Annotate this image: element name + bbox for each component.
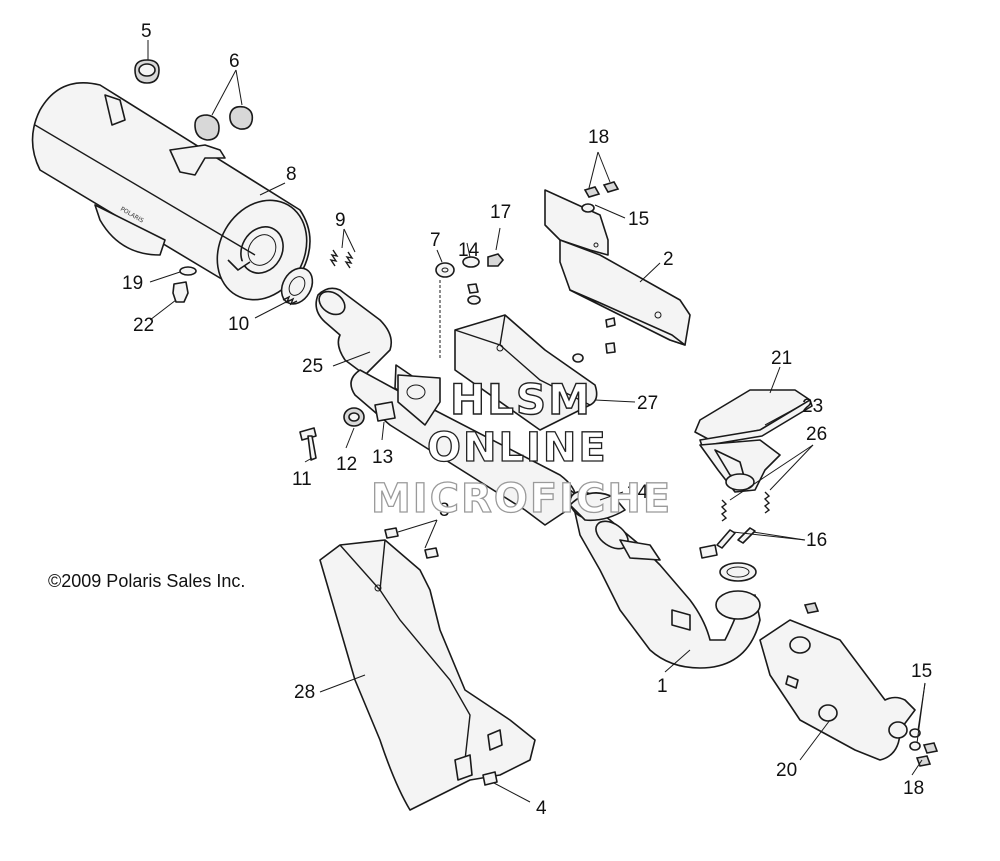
watermark-line2: ONLINE bbox=[427, 425, 608, 471]
spacer-13[interactable] bbox=[374, 401, 396, 422]
callout-19: 19 bbox=[122, 273, 143, 294]
flange-21[interactable] bbox=[694, 389, 813, 447]
callout-labels: 5 6 8 9 19 22 10 25 7 14 17 18 15 2 21 2… bbox=[122, 21, 932, 819]
bolts-3[interactable] bbox=[384, 527, 439, 559]
muffler[interactable]: POLARIS bbox=[31, 81, 325, 316]
hardware-small bbox=[467, 283, 616, 363]
callout-2: 2 bbox=[663, 249, 674, 270]
callout-15-bottom: 15 bbox=[911, 661, 932, 682]
callout-4: 4 bbox=[536, 798, 547, 819]
callout-18-bottom: 18 bbox=[903, 778, 924, 799]
callout-24: 24 bbox=[627, 482, 649, 503]
callout-20: 20 bbox=[776, 760, 797, 781]
clamp-19[interactable] bbox=[179, 266, 197, 276]
head-pipe-1[interactable] bbox=[565, 486, 761, 669]
callout-9: 9 bbox=[335, 210, 346, 231]
nut-18-top[interactable] bbox=[583, 181, 620, 198]
callout-23: 23 bbox=[802, 396, 823, 417]
washer-15-bottom[interactable] bbox=[909, 728, 921, 751]
washer-15-top[interactable] bbox=[581, 203, 595, 213]
heat-shield-27[interactable] bbox=[454, 314, 598, 431]
callout-3: 3 bbox=[439, 500, 450, 521]
callout-21: 21 bbox=[771, 348, 792, 369]
callout-28: 28 bbox=[294, 682, 315, 703]
callout-27: 27 bbox=[637, 393, 658, 414]
bolt-4[interactable] bbox=[482, 771, 498, 786]
callout-13: 13 bbox=[372, 447, 393, 468]
watermark-line1: HLSM bbox=[450, 375, 592, 424]
clamp-24[interactable] bbox=[569, 492, 626, 522]
springs-26[interactable] bbox=[720, 491, 771, 522]
mid-pipe[interactable] bbox=[315, 287, 577, 526]
manifold-23[interactable] bbox=[699, 439, 781, 493]
grommet-5[interactable] bbox=[134, 59, 160, 84]
heat-shield-20[interactable] bbox=[759, 619, 916, 761]
grommet-12[interactable] bbox=[343, 407, 365, 427]
washer-7[interactable] bbox=[435, 262, 455, 278]
copyright-text: ©2009 Polaris Sales Inc. bbox=[48, 571, 245, 591]
callout-14: 14 bbox=[458, 240, 480, 261]
bolt-22[interactable] bbox=[172, 281, 189, 303]
callout-1: 1 bbox=[657, 676, 668, 697]
bolts-16[interactable] bbox=[699, 527, 756, 559]
nut-17[interactable] bbox=[487, 253, 505, 267]
grommet-6[interactable] bbox=[194, 105, 254, 141]
watermark-line3: MICROFICHE bbox=[371, 476, 672, 522]
callout-22: 22 bbox=[133, 315, 154, 336]
callout-6: 6 bbox=[229, 51, 240, 72]
callout-16: 16 bbox=[806, 530, 827, 551]
callout-17: 17 bbox=[490, 202, 511, 223]
callout-11: 11 bbox=[292, 469, 312, 490]
leader-lines bbox=[147, 40, 926, 803]
callout-25: 25 bbox=[302, 356, 323, 377]
watermark: HLSM ONLINE MICROFICHE bbox=[370, 374, 672, 522]
callout-10: 10 bbox=[228, 314, 249, 335]
callout-26: 26 bbox=[806, 424, 827, 445]
callout-5: 5 bbox=[141, 21, 152, 42]
washer-14[interactable] bbox=[462, 256, 480, 268]
callout-18-top: 18 bbox=[588, 127, 609, 148]
callout-8: 8 bbox=[286, 164, 297, 185]
heat-shield-28[interactable] bbox=[319, 539, 536, 811]
callout-15-top: 15 bbox=[628, 209, 649, 230]
callout-12: 12 bbox=[336, 454, 357, 475]
bracket-2[interactable] bbox=[544, 189, 691, 346]
bolt-11[interactable] bbox=[299, 427, 317, 461]
callout-7: 7 bbox=[430, 230, 441, 251]
